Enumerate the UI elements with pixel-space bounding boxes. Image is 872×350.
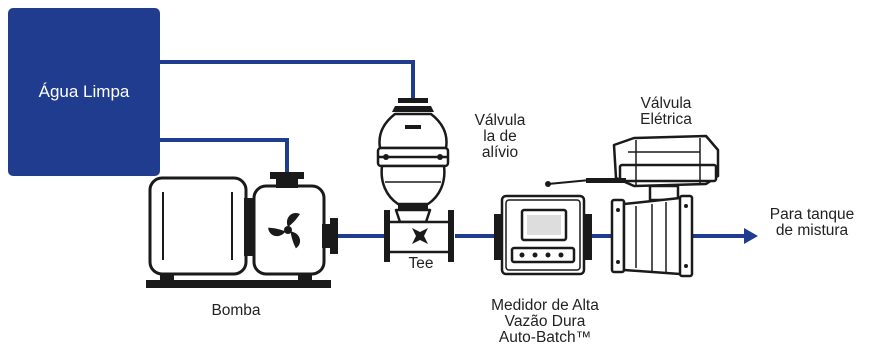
pipe-tank-to-relief-valve (160, 60, 415, 100)
meter-display (520, 208, 568, 242)
pump-coupling (244, 198, 254, 256)
outlet-label: Para tanque de mistura (758, 207, 866, 239)
electric-valve-right-flange (678, 194, 694, 278)
relief-valve (376, 98, 450, 209)
outlet-arrow-icon (744, 228, 758, 244)
pipe-tank-to-pump (160, 138, 289, 178)
outlet-label-line-2: de mistura (775, 222, 849, 239)
meter-right-flange (584, 214, 592, 260)
electric-valve (545, 134, 720, 278)
pump-outlet-neck (322, 224, 332, 248)
tee-left-flange (384, 210, 390, 262)
meter-key (532, 252, 538, 258)
meter-label-line-1: Medidor de Alta (491, 297, 599, 314)
pump-inlet-flange (270, 172, 304, 179)
pump-base (146, 280, 331, 288)
meter-keypad (510, 246, 576, 264)
pump-outlet-flange (330, 218, 338, 254)
tank-label: Água Limpa (38, 82, 130, 101)
meter-label-line-3: Auto-Batch™ (498, 329, 592, 346)
tee-label: Tee (408, 255, 434, 272)
clean-water-tank (8, 8, 160, 176)
relief-valve-label-line-3: alívio (481, 144, 519, 161)
relief-valve-body (378, 112, 448, 150)
meter-key (545, 252, 551, 258)
fan-impeller-icon (268, 212, 301, 249)
relief-valve-label-line-2: la de (483, 128, 517, 145)
tee-right-flange (448, 210, 454, 262)
relief-valve-label: Válvula la de alívio (455, 113, 545, 161)
pump-label: Bomba (211, 302, 261, 319)
pipe-network (160, 60, 745, 238)
meter-left-flange (494, 214, 502, 260)
relief-valve-lower-body (380, 164, 446, 206)
electric-valve-label: Válvula Elétrica (616, 96, 716, 128)
outlet-label-line-1: Para tanque (769, 206, 855, 223)
electric-valve-label-line-2: Elétrica (640, 111, 692, 128)
tee-fitting (384, 208, 454, 262)
relief-valve-label-line-1: Válvula (474, 112, 526, 129)
flow-meter (494, 194, 592, 276)
electric-valve-lever (586, 178, 626, 183)
pump (146, 172, 338, 288)
relief-valve-top-flange (398, 98, 428, 103)
meter-key (558, 252, 564, 258)
meter-label: Medidor de Alta Vazão Dura Auto-Batch™ (470, 298, 620, 346)
meter-label-line-2: Vazão Dura (504, 313, 586, 330)
meter-key (519, 252, 525, 258)
electric-valve-label-line-1: Válvula (640, 95, 692, 112)
